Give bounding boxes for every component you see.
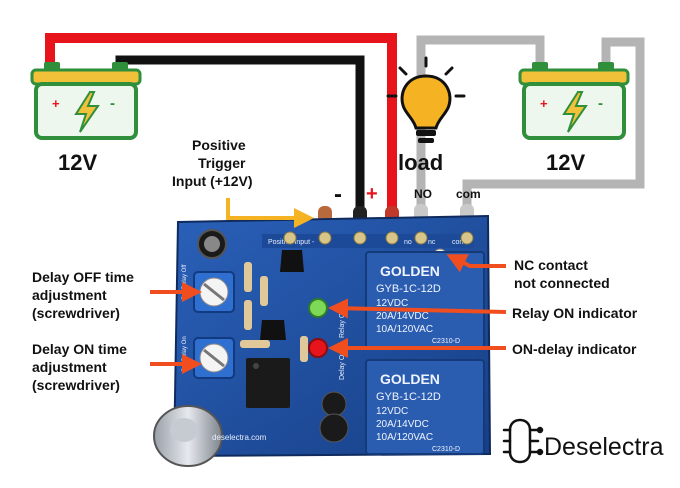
relay-2-rating2: 10A/120VAC — [376, 432, 433, 443]
silk-set-on: Set Delay On — [182, 336, 188, 372]
silk-nc: nc — [428, 239, 436, 246]
terminal-minus: - — [334, 181, 342, 208]
terminal-com: com — [456, 187, 481, 201]
terminal-no: NO — [414, 187, 432, 201]
nc-arrow — [446, 254, 506, 273]
relay-on-led — [308, 298, 328, 318]
relay-1-brand: GOLDEN — [380, 263, 440, 279]
relay-2-model: GYB-1C-12D — [376, 391, 441, 403]
battery-right-minus: - — [598, 95, 603, 112]
nc-line1: NC contact — [514, 257, 588, 273]
deselectra-logo: Deselectra — [502, 418, 664, 464]
delay-on-line2: adjustment — [32, 359, 107, 375]
battery-right — [518, 62, 630, 140]
relay-1-model: GYB-1C-12D — [376, 283, 441, 295]
black-wire — [115, 55, 365, 212]
delay-off-line3: (screwdriver) — [32, 305, 120, 321]
battery-left-plus: + — [52, 96, 60, 111]
delay-on-line1: Delay ON time — [32, 341, 127, 357]
battery-left-voltage: 12V — [58, 150, 97, 175]
on-delay-label: ON-delay indicator — [512, 341, 637, 357]
relay-1-vdc: 12VDC — [376, 298, 408, 309]
light-bulb-icon — [386, 56, 466, 143]
labels: + - + - 12V 12V load Positive Trigger In… — [32, 95, 638, 393]
relay-2-rating1: 20A/14VDC — [376, 419, 429, 430]
relay-1-rating2: 10A/120VAC — [376, 324, 433, 335]
relay-1: GOLDEN GYB-1C-12D 12VDC 20A/14VDC 10A/12… — [365, 251, 485, 349]
nc-line2: not connected — [514, 275, 610, 291]
relay-2-vdc: 12VDC — [376, 406, 408, 417]
silk-delay-on: Delay On — [339, 351, 346, 380]
relay-on-label: Relay ON indicator — [512, 305, 638, 321]
silk-com: com — [452, 239, 465, 246]
delay-off-line2: adjustment — [32, 287, 107, 303]
on-delay-led — [308, 338, 328, 358]
lightning-icon — [562, 91, 588, 133]
red-wire — [45, 33, 397, 212]
chip-logo-icon — [502, 418, 544, 464]
lightning-icon — [74, 91, 100, 133]
annotation-arrows — [150, 198, 507, 374]
trigger-arrow — [226, 198, 314, 228]
relay-1-code: C2310-D — [432, 338, 460, 345]
silk-set-off: Set Delay Off — [182, 264, 188, 300]
relay-1-rating1: 20A/14VDC — [376, 311, 429, 322]
timer-board: Positive Input - no nc com Set Delay Off… — [153, 214, 492, 467]
silk-no: no — [404, 239, 412, 246]
terminal-plus: + — [366, 183, 378, 205]
trigger-label-1: Positive — [192, 137, 246, 153]
relay-2: GOLDEN GYB-1C-12D 12VDC 20A/14VDC 10A/12… — [365, 359, 485, 455]
battery-right-plus: + — [540, 96, 548, 111]
gray-wire-com — [462, 37, 645, 208]
trigger-label-2: Trigger — [198, 155, 246, 171]
relay-on-arrow — [328, 298, 507, 319]
board-website: deselectra.com — [212, 433, 267, 442]
battery-left — [30, 62, 142, 140]
silk-relay-on: Relay On — [339, 309, 346, 338]
logo-text: Deselectra — [544, 433, 664, 461]
relay-2-code: C2310-D — [432, 446, 460, 453]
delay-off-line1: Delay OFF time — [32, 269, 134, 285]
battery-right-voltage: 12V — [546, 150, 585, 175]
load-label: load — [398, 150, 443, 175]
battery-left-minus: - — [110, 95, 115, 112]
delay-on-line3: (screwdriver) — [32, 377, 120, 393]
relay-2-brand: GOLDEN — [380, 371, 440, 387]
trigger-label-3: Input (+12V) — [172, 173, 253, 189]
